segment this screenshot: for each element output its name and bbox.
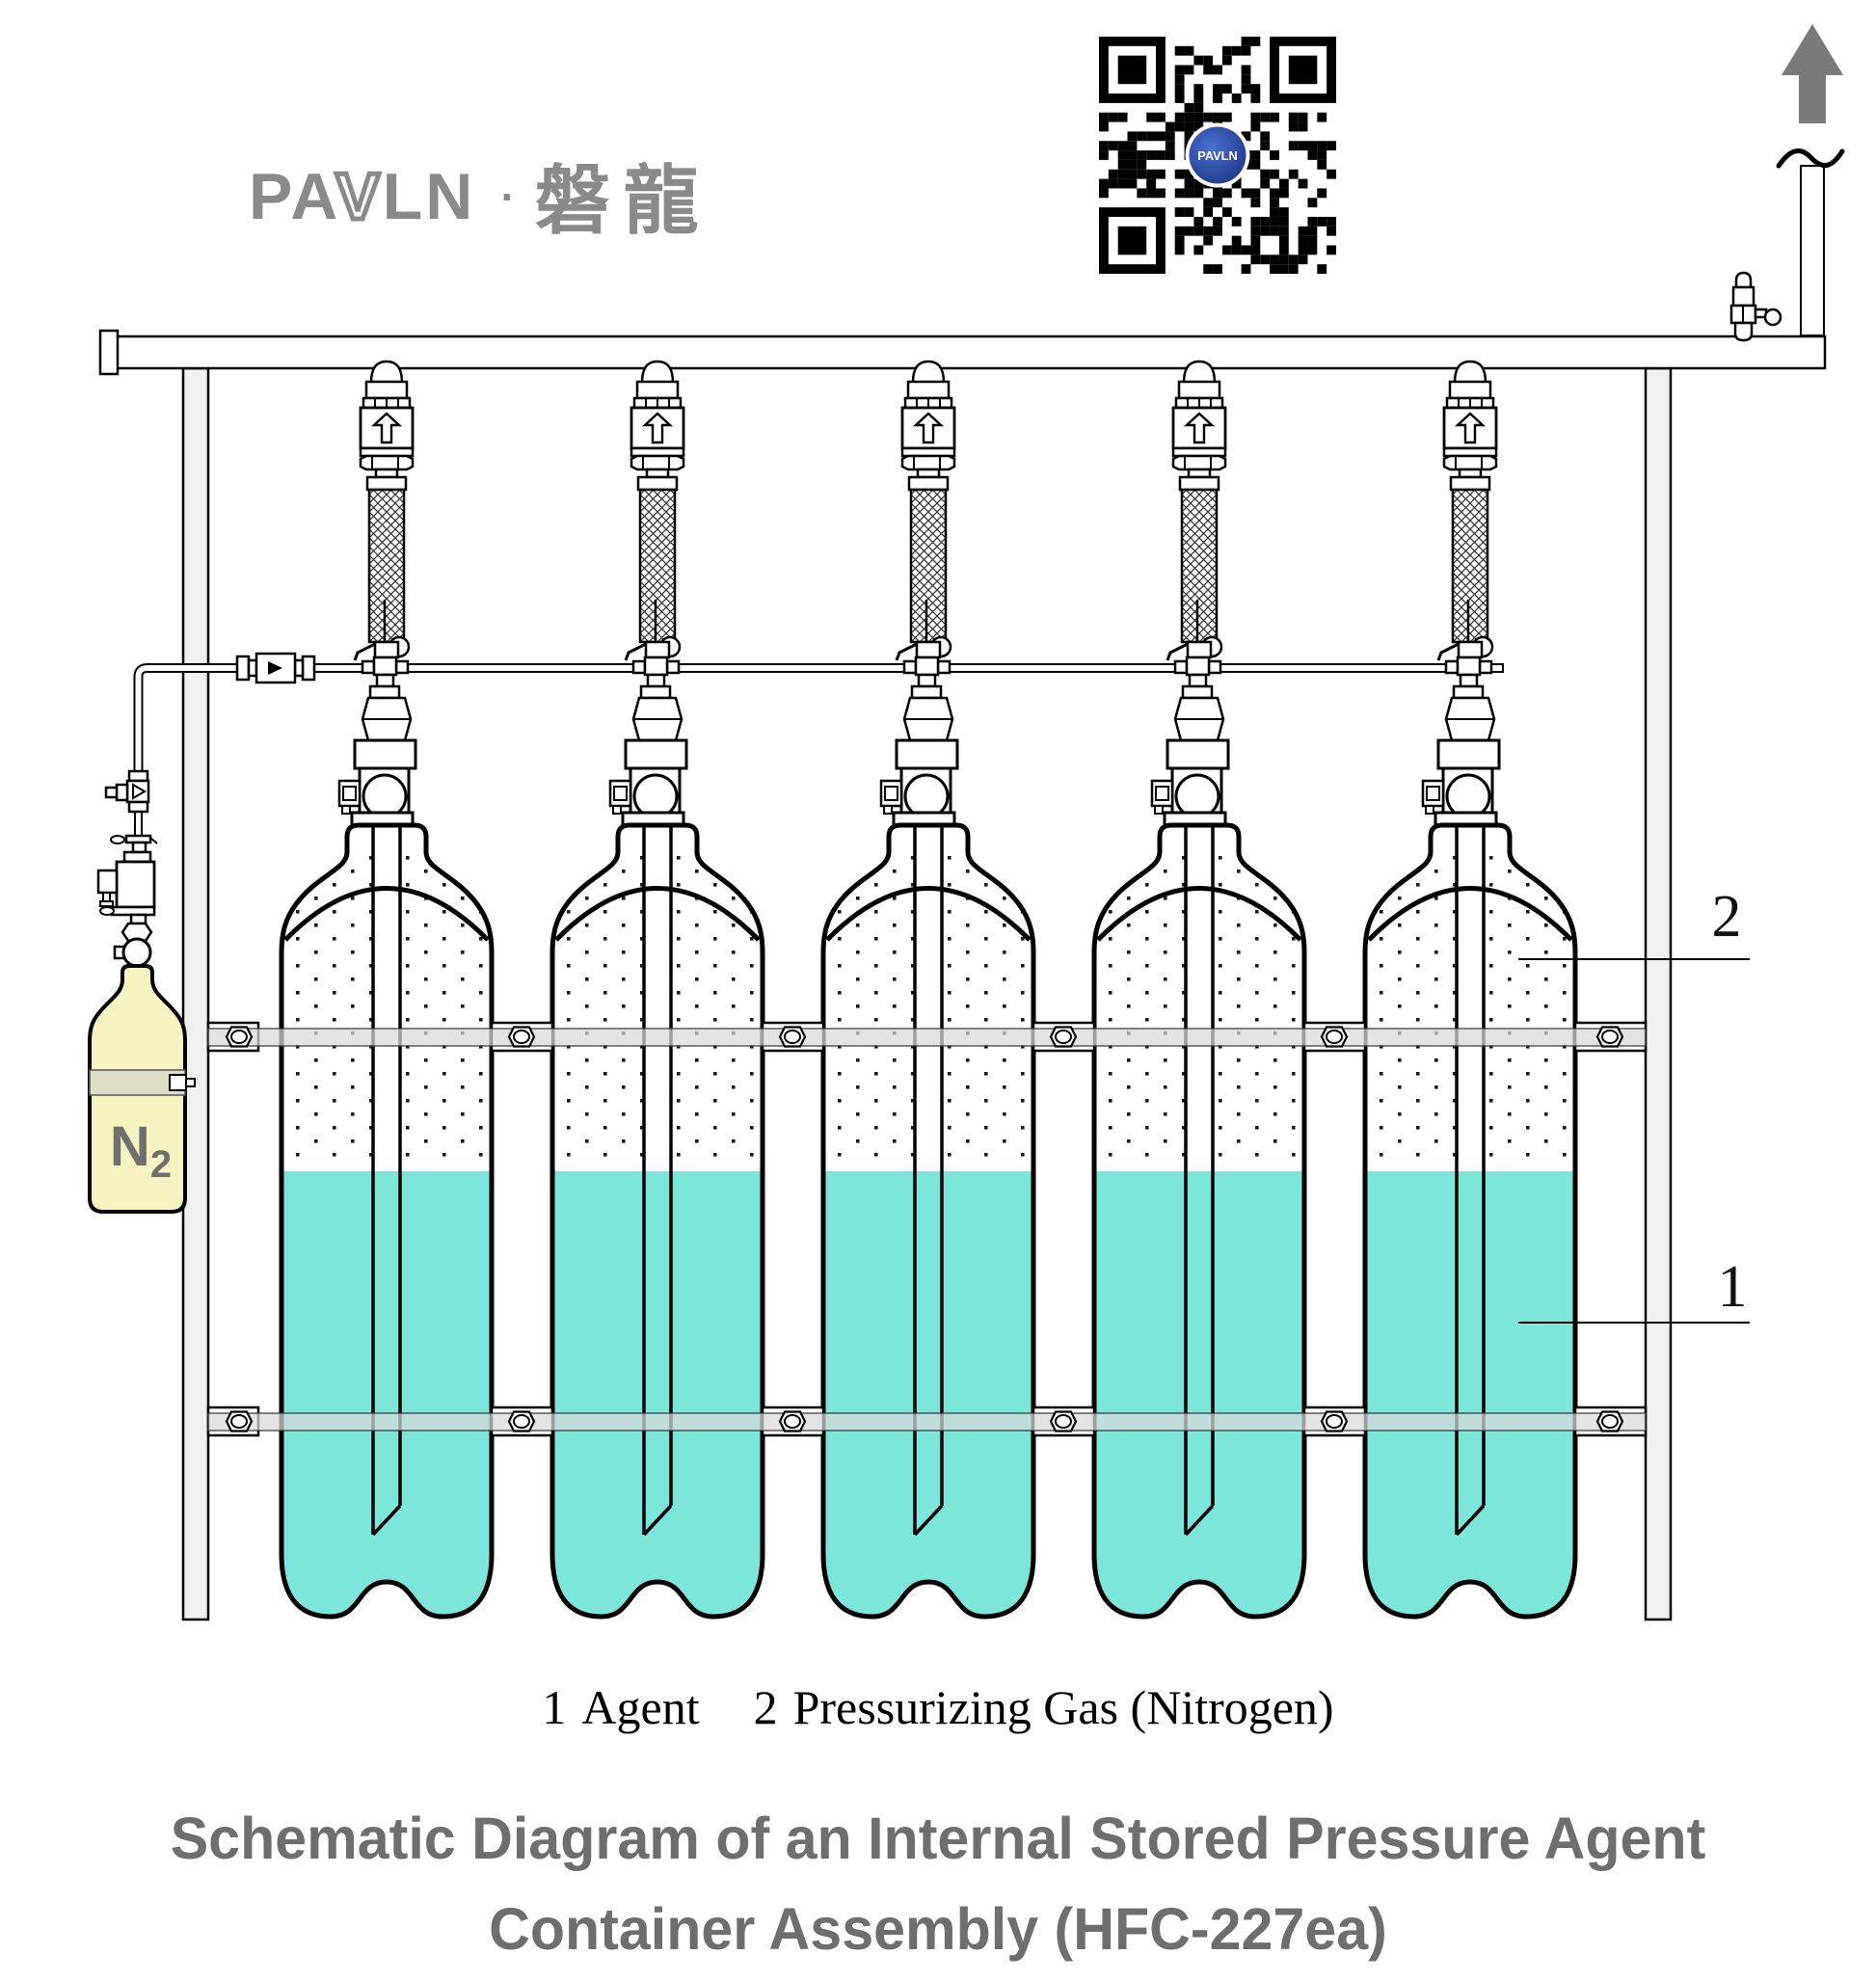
- callout-leader-lines: [1518, 958, 1750, 1324]
- pilot-line: [133, 663, 1504, 775]
- pilot-check-valve: [235, 652, 316, 684]
- mounting-rail-upper: [206, 1021, 1648, 1053]
- brand-logo-latin: PAVLN: [249, 158, 476, 236]
- diagram-title: Schematic Diagram of an Internal Stored …: [0, 1805, 1876, 1963]
- diagram-title-line1: Schematic Diagram of an Internal Stored …: [170, 1806, 1706, 1871]
- pressure-relief-valve: [1729, 271, 1782, 342]
- frame-post-right: [1644, 366, 1673, 1621]
- callout-agent: 1: [1717, 1254, 1748, 1320]
- qr-code: PAVLN: [1099, 37, 1336, 274]
- nitrogen-cylinder-label: N2: [109, 1115, 173, 1186]
- brand-logo-separator: ·: [500, 172, 516, 222]
- brand-logo-v: V: [334, 158, 383, 236]
- rail-bolts: [225, 1026, 1624, 1432]
- manifold-pipe: [98, 329, 1827, 376]
- pipe-break-symbol: [1776, 148, 1845, 169]
- qr-center-label: PAVLN: [1197, 148, 1237, 163]
- nitrogen-pilot-cylinder: [88, 769, 196, 1214]
- brand-logo-cjk: 磐龍: [534, 158, 712, 243]
- frame-post-left: [181, 366, 210, 1621]
- flow-direction-arrow-icon: [1782, 24, 1843, 123]
- callout-pressurizing-gas: 2: [1711, 884, 1742, 950]
- diagram-title-line2: Container Assembly (HFC-227ea): [489, 1896, 1387, 1962]
- brand-logo: PAVLN · 磐龍: [249, 145, 712, 249]
